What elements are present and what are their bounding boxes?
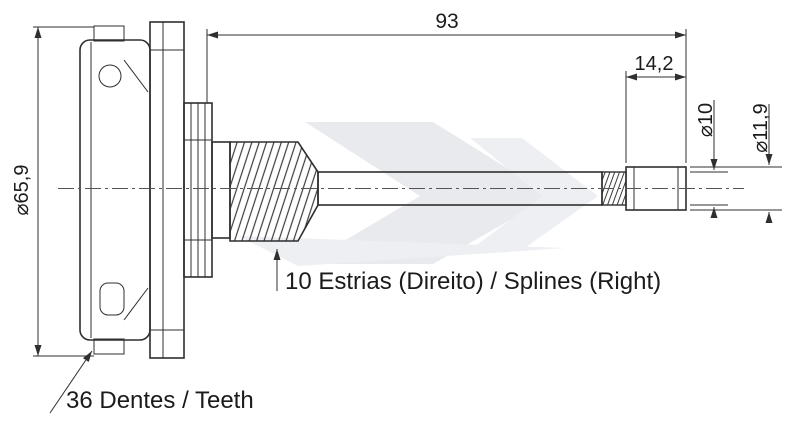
housing-bearing-detail: [98, 64, 122, 88]
dimension-value-overall-length: 93: [435, 10, 458, 33]
housing-latch-detail: [99, 282, 125, 316]
callout-splines: 10 Estrias (Direito) / Splines (Right): [273, 249, 661, 295]
dimension-value-end-diameter: ⌀11,9: [750, 103, 772, 152]
hub-step: [211, 141, 231, 239]
dimension-end-length: 14,2: [625, 53, 686, 163]
callout-teeth: 36 Dentes / Teeth: [49, 350, 254, 414]
housing-bottom-tab: [93, 338, 125, 355]
watermark-chevron: [305, 122, 552, 264]
leader-line-teeth: [49, 350, 93, 414]
dimension-value-end-length: 14,2: [635, 53, 674, 75]
dimension-shaft-diameter: ⌀10: [690, 100, 728, 218]
dimension-overall-length: 93: [206, 10, 687, 163]
label-splines: 10 Estrias (Direito) / Splines (Right): [285, 268, 661, 295]
watermark-swoosh: [238, 236, 566, 266]
mounting-flange: [149, 21, 185, 359]
dimension-value-gear-diameter: ⌀65,9: [11, 165, 33, 216]
housing-diagonal-bottom: [123, 287, 149, 321]
dimension-end-diameter: ⌀11,9: [690, 103, 782, 223]
housing-diagonal-top: [123, 59, 149, 93]
dimension-value-shaft-diameter: ⌀10: [695, 103, 717, 137]
pinion-splines: [229, 141, 319, 242]
dimension-gear-diameter: ⌀65,9: [11, 26, 94, 357]
watermark-logo: [238, 122, 598, 266]
watermark-chevron-small: [470, 138, 598, 250]
housing-top-tab: [93, 25, 125, 42]
label-teeth: 36 Dentes / Teeth: [66, 387, 254, 414]
pinion-assembly-view: [58, 21, 744, 359]
